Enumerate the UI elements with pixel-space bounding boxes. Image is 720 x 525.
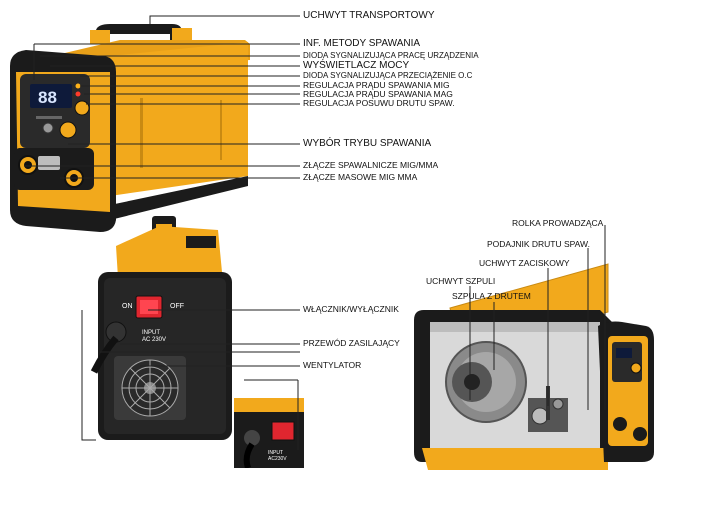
power-cord [90, 335, 119, 374]
label-clamp-handle: UCHWYT ZACISKOWY [479, 258, 570, 268]
side-leader-lines [469, 225, 606, 410]
welder-side-open-view [414, 263, 654, 470]
switch-on-label: ON [122, 303, 133, 310]
overheat-led-icon [75, 91, 81, 97]
label-power-display: WYŚWIETLACZ MOCY [303, 60, 410, 71]
back-inset-photo: INPUT AC230V [234, 398, 304, 468]
input-label: INPUT AC 230V [142, 330, 166, 343]
inset-input-label: INPUT AC230V [268, 450, 287, 462]
fan-grille-icon [114, 356, 186, 420]
carry-handle [96, 24, 182, 42]
label-wire-spool: SZPULA Z DRUTEM [452, 291, 531, 301]
power-display-screen [30, 84, 72, 108]
switch-off-label: OFF [170, 303, 184, 310]
label-mag-current: REGULACJA PRĄDU SPAWANIA MAG [303, 89, 453, 99]
label-welding-socket: ZŁĄCZE SPAWALNICZE MIG/MMA [303, 160, 439, 170]
back-leader-lines [81, 309, 300, 450]
front-leader-lines [24, 15, 300, 179]
label-spool-holder: UCHWYT SZPULI [426, 276, 496, 286]
label-overheat-led: DIODA SYGNALIZUJĄCA PRZECIĄŻENIE O.C [303, 71, 473, 80]
power-led-icon [75, 83, 81, 89]
welder-back-view: ON OFF INPUT AC 230V [90, 216, 232, 440]
label-welding-method-info: INF. METODY SPAWANIA [303, 38, 421, 49]
label-mig-current: REGULACJA PRĄDU SPAWANIA MIG [303, 80, 450, 90]
label-carry-handle: UCHWYT TRANSPORTOWY [303, 10, 435, 21]
label-guide-roller: ROLKA PROWADZĄCA [512, 218, 604, 228]
label-mode-select: WYBÓR TRYBU SPAWANIA [303, 138, 432, 149]
wire-spool-icon [445, 341, 527, 423]
label-power-led: DIODA SYGNALIZUJĄCA PRACĘ URZĄDZENIA [303, 51, 479, 60]
label-fan: WENTYLATOR [303, 360, 362, 370]
label-power-switch: WŁĄCZNIK/WYŁĄCZNIK [303, 304, 399, 314]
inset-switch [271, 421, 295, 441]
current-knob [74, 100, 90, 116]
display-digits: 88 [38, 88, 57, 107]
label-wire-feeder: PODAJNIK DRUTU SPAW. [487, 239, 590, 249]
label-ground-socket: ZŁĄCZE MASOWE MIG MMA [303, 172, 418, 182]
mode-knob [59, 121, 77, 139]
label-power-cord: PRZEWÓD ZASILAJĄCY [303, 338, 400, 348]
welder-front-view: 88 [10, 24, 250, 232]
label-wire-feed: REGULACJA POSUWU DRUTU SPAW. [303, 98, 455, 108]
